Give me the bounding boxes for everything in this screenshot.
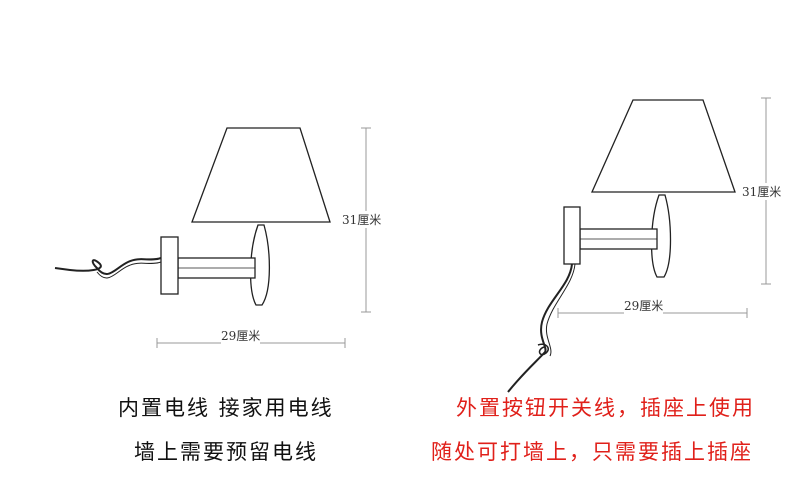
right-lamp-stem xyxy=(650,194,672,278)
right-lamp-shade xyxy=(590,99,736,193)
right-lamp-cord xyxy=(507,263,573,393)
right-caption-line2: 随处可打墙上，只需要插上插座 xyxy=(431,440,753,464)
right-lamp-wall-plate xyxy=(563,206,581,265)
right-caption-line1: 外置按钮开关线，插座上使用 xyxy=(456,396,755,420)
left-lamp xyxy=(54,127,331,306)
left-lamp-stem xyxy=(249,224,271,306)
left-height-label: 31厘米 xyxy=(342,211,382,228)
left-caption-line2: 墙上需要预留电线 xyxy=(134,440,318,464)
left-lamp-cord xyxy=(54,257,162,275)
left-caption-line1: 内置电线 接家用电线 xyxy=(118,396,334,420)
left-lamp-wall-plate xyxy=(160,236,179,295)
right-lamp xyxy=(507,99,736,393)
right-width-label: 29厘米 xyxy=(624,297,664,314)
left-lamp-cord-2 xyxy=(96,261,162,279)
left-lamp-shade xyxy=(191,127,331,223)
right-height-label: 31厘米 xyxy=(742,183,782,200)
right-lamp-cord-2 xyxy=(545,263,576,357)
left-width-label: 29厘米 xyxy=(221,327,261,344)
right-lamp-cord-knot xyxy=(537,343,550,356)
